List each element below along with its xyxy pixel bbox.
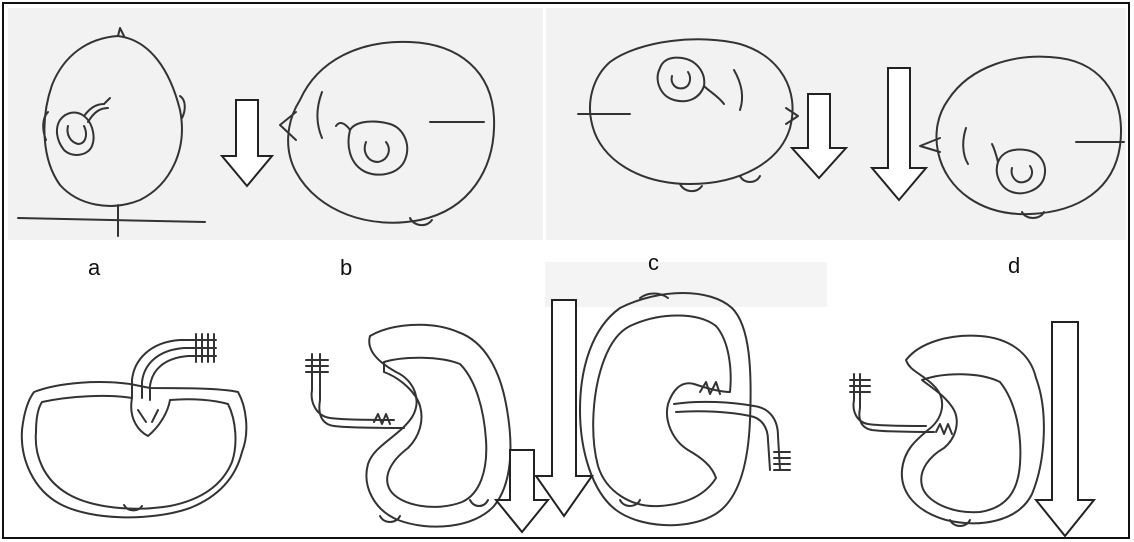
panel-label-b: b bbox=[340, 255, 352, 281]
panel-label-d: d bbox=[1008, 253, 1020, 279]
arrow-down-icon bbox=[792, 94, 846, 178]
panel-label-a: a bbox=[88, 255, 100, 281]
panel-label-c: c bbox=[648, 250, 659, 276]
section-b bbox=[306, 325, 510, 527]
section-d bbox=[850, 336, 1044, 526]
head-a bbox=[18, 28, 205, 236]
head-b bbox=[280, 42, 494, 225]
head-c bbox=[578, 39, 798, 191]
section-a bbox=[22, 334, 247, 517]
arrow-down-icon bbox=[222, 100, 272, 186]
section-c bbox=[580, 293, 790, 525]
arrow-down-icon bbox=[536, 300, 592, 516]
head-d bbox=[920, 57, 1124, 218]
arrow-down-icon bbox=[872, 68, 926, 200]
